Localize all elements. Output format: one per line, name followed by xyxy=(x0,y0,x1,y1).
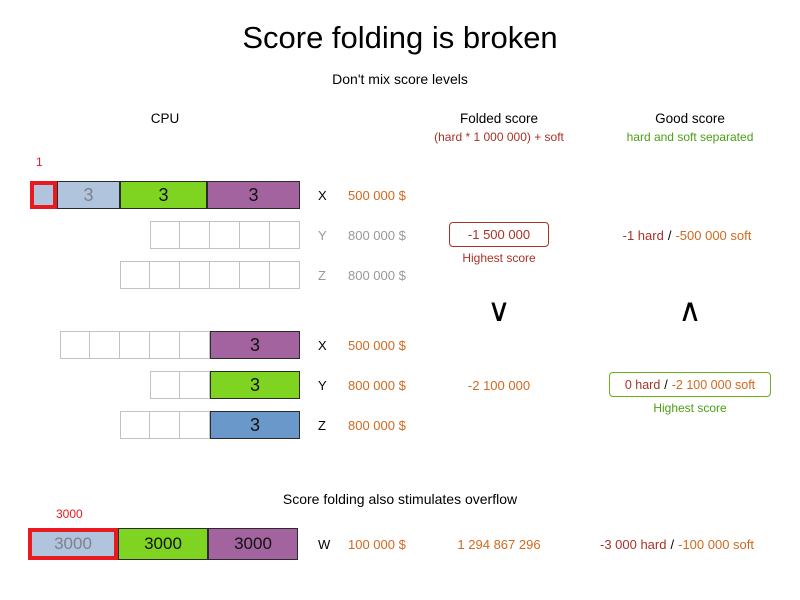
folded-score-subheader: (hard * 1 000 000) + soft xyxy=(434,130,564,144)
empty-cell xyxy=(120,261,150,289)
good-score-line-w: -3 000 hard / -100 000 soft xyxy=(577,528,777,560)
row-label-w: W xyxy=(318,536,331,552)
empty-cell xyxy=(150,331,180,359)
good-hard-w: -3 000 hard xyxy=(599,536,667,552)
good-score-header: Good score xyxy=(655,111,725,126)
cpu-x2-segment-purple: 3 xyxy=(210,331,300,359)
folded-score-overflow-value: 1 294 867 296 xyxy=(457,536,541,552)
row-cost-y2: 800 000 $ xyxy=(348,377,406,393)
cpu-y-empty-bar xyxy=(150,221,300,249)
cpu-x2-empty-cells xyxy=(60,331,210,359)
empty-cell xyxy=(120,331,150,359)
empty-cell xyxy=(150,371,180,399)
cpu-x-highlight-cell xyxy=(30,181,57,209)
good-soft-2: -2 100 000 soft xyxy=(671,377,756,392)
empty-cell xyxy=(240,221,270,249)
subtitle: Don't mix score levels xyxy=(332,71,468,87)
empty-cell xyxy=(60,331,90,359)
cpu-w-segment-purple: 3000 xyxy=(208,528,298,560)
empty-cell xyxy=(120,411,150,439)
good-hard-2: 0 hard xyxy=(624,377,661,392)
empty-cell xyxy=(180,331,210,359)
row-label-z1: Z xyxy=(318,267,326,283)
score-separator: / xyxy=(670,536,675,552)
empty-cell xyxy=(210,261,240,289)
row-cost-z1: 800 000 $ xyxy=(348,267,406,283)
folded-score-box: -1 500 000 xyxy=(449,222,549,247)
row-cost-w: 100 000 $ xyxy=(348,536,406,552)
page-title: Score folding is broken xyxy=(242,20,558,55)
row-cost-x1: 500 000 $ xyxy=(348,187,406,203)
greater-than-symbol: ∧ xyxy=(678,292,702,328)
row-cost-z2: 800 000 $ xyxy=(348,417,406,433)
cpu-x-segment-green: 3 xyxy=(120,181,207,209)
empty-cell xyxy=(150,221,180,249)
empty-cell xyxy=(150,411,180,439)
score-separator: / xyxy=(667,227,672,243)
good-score-subheader: hard and soft separated xyxy=(626,130,754,144)
folded-highest-score-note: Highest score xyxy=(462,251,536,265)
row-cost-x2: 500 000 $ xyxy=(348,337,406,353)
good-score-line-1: -1 hard / -500 000 soft xyxy=(587,221,787,249)
overload-annotation-1: 1 xyxy=(36,155,43,169)
empty-cell xyxy=(180,411,210,439)
cpu-y2-segment-green: 3 xyxy=(210,371,300,399)
row-label-x2: X xyxy=(318,337,327,353)
empty-cell xyxy=(150,261,180,289)
cpu-w-highlight-cell: 3000 xyxy=(28,528,118,560)
good-soft-1: -500 000 soft xyxy=(675,227,752,243)
cpu-z2-empty-cells xyxy=(120,411,210,439)
empty-cell xyxy=(240,261,270,289)
cpu-w-segment-green: 3000 xyxy=(118,528,208,560)
empty-cell xyxy=(210,221,240,249)
row-label-y1: Y xyxy=(318,227,327,243)
good-soft-w: -100 000 soft xyxy=(678,536,754,552)
empty-cell xyxy=(270,221,300,249)
good-hard-1: -1 hard xyxy=(622,227,664,243)
empty-cell xyxy=(180,221,210,249)
score-separator: / xyxy=(664,377,668,392)
row-cost-y1: 800 000 $ xyxy=(348,227,406,243)
folded-score-value-2: -2 100 000 xyxy=(467,377,531,393)
row-label-y2: Y xyxy=(318,377,327,393)
overflow-annotation-3000: 3000 xyxy=(56,507,83,521)
cpu-y2-empty-cells xyxy=(150,371,210,399)
cpu-x-segment-blue: 3 xyxy=(57,181,120,209)
empty-cell xyxy=(180,371,210,399)
empty-cell xyxy=(90,331,120,359)
good-score-box: 0 hard / -2 100 000 soft xyxy=(609,372,771,397)
empty-cell xyxy=(180,261,210,289)
cpu-z2-segment-blue: 3 xyxy=(210,411,300,439)
less-than-symbol: ∨ xyxy=(487,292,511,328)
empty-cell xyxy=(270,261,300,289)
good-highest-score-note: Highest score xyxy=(653,401,727,415)
cpu-z-empty-bar xyxy=(120,261,300,289)
row-label-x1: X xyxy=(318,187,327,203)
cpu-column-header: CPU xyxy=(150,111,180,126)
folded-score-header: Folded score xyxy=(459,111,539,126)
cpu-x-segment-purple: 3 xyxy=(207,181,300,209)
overflow-section-title: Score folding also stimulates overflow xyxy=(282,491,518,507)
row-label-z2: Z xyxy=(318,417,326,433)
